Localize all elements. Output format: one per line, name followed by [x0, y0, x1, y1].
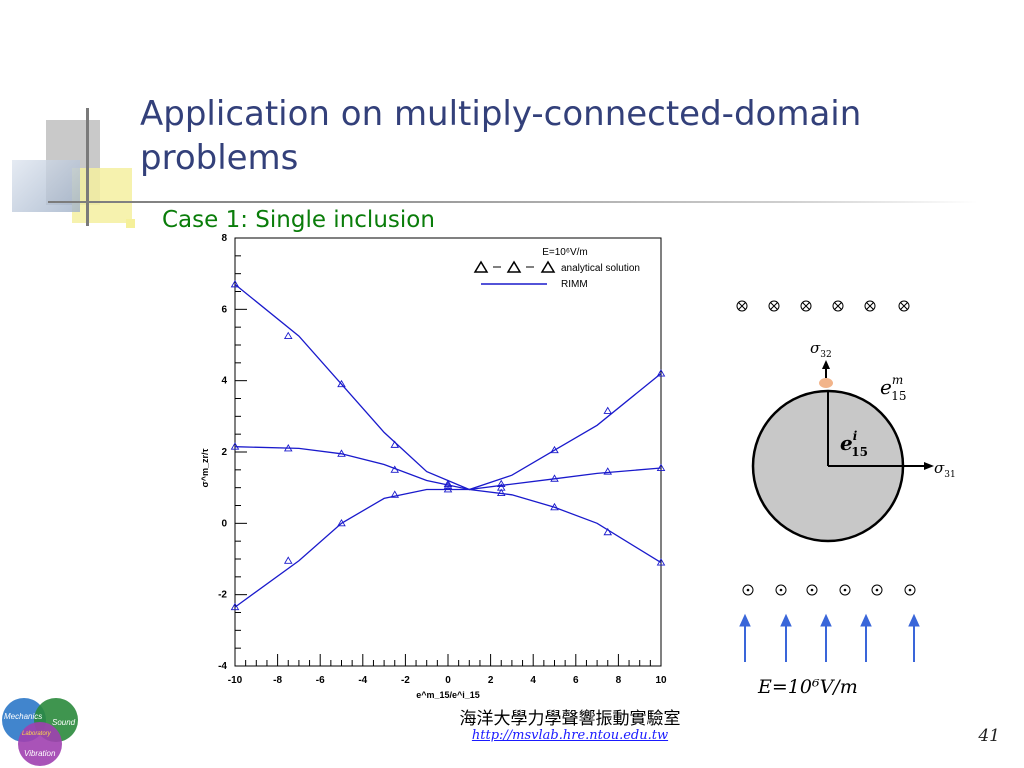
legend-rimm: RIMM [561, 279, 588, 290]
analytical-point [603, 467, 613, 475]
dot-circle-icon [871, 584, 883, 596]
sigma31-arrowhead [924, 462, 934, 470]
x-tick-label: 10 [655, 675, 667, 686]
cross-circle-icon [736, 300, 748, 312]
x-tick-label: -8 [273, 675, 282, 686]
analytical-point [443, 481, 453, 489]
up-arrow-icon [739, 613, 751, 662]
bullet-marker [126, 219, 135, 228]
cross-circle-icon [898, 300, 910, 312]
analytical-point [283, 556, 293, 564]
corner-decoration [0, 0, 140, 240]
x-tick-label: 4 [530, 675, 536, 686]
plot-frame [234, 237, 662, 667]
x-tick-label: -2 [401, 675, 410, 686]
cross-circle-icon [832, 300, 844, 312]
up-arrow-icon [860, 613, 872, 662]
sigma32-label: σ32 [810, 339, 832, 360]
logo-word-mechanics: Mechanics [4, 712, 42, 721]
footer-link[interactable]: http://msvlab.hre.ntou.edu.tw [471, 728, 669, 743]
x-tick-label: 0 [445, 675, 451, 686]
analytical-point [230, 279, 240, 288]
analytical-point [603, 527, 613, 536]
electric-field-arrows [739, 613, 920, 662]
stress-chart: -10 -8 -6 -4 -2 0 2 4 6 8 10 -4 -2 0 2 4 6 8 σ^m_zr/τ e^m… [200, 233, 667, 700]
rimm-curve [234, 488, 662, 608]
y-tick-label: 8 [221, 233, 227, 244]
x-tick-label: -6 [316, 675, 325, 686]
field-out-of-page-row [742, 584, 916, 596]
y-tick-label: 4 [221, 376, 227, 387]
cross-circle-icon [864, 300, 876, 312]
x-tick-label: 6 [573, 675, 579, 686]
up-arrow-icon [780, 613, 792, 662]
analytical-point [603, 406, 613, 414]
x-tick-label: 8 [616, 675, 622, 686]
dot-circle-icon [775, 584, 787, 596]
x-tick-label: -10 [228, 675, 243, 686]
y-tick-label: 0 [221, 518, 227, 529]
analytical-point [283, 444, 293, 452]
dot-circle-icon [742, 584, 754, 596]
logo-word-sound: Sound [52, 718, 76, 727]
analytical-point [656, 463, 666, 472]
legend-triangle-3 [540, 260, 556, 273]
logo-word-vibration: Vibration [24, 749, 56, 758]
analytical-point [550, 445, 559, 454]
up-arrow-icon [820, 613, 832, 662]
bullet-case: Case 1: Single inclusion [162, 207, 435, 233]
dot-circle-icon [806, 584, 818, 596]
analytical-point [390, 465, 400, 473]
footer-lab-name: 海洋大學力學聲響振動實驗室 [459, 709, 681, 729]
legend-title: E=10⁶V/m [542, 247, 588, 258]
dot-circle-icon [839, 584, 851, 596]
analytical-point [337, 449, 346, 457]
analytical-point [337, 518, 346, 527]
y-tick-label: 6 [221, 304, 227, 315]
analytical-point [337, 379, 346, 388]
y-tick-label: -2 [218, 590, 227, 601]
analytical-point [656, 558, 666, 566]
title-divider [48, 201, 978, 203]
field-into-page-row [736, 300, 910, 312]
y-axis-label: σ^m_zr/τ [200, 449, 210, 488]
page-number: 41 [978, 726, 1000, 746]
cross-circle-icon [768, 300, 780, 312]
analytical-point [550, 502, 559, 511]
rimm-curve [234, 283, 662, 491]
x-tick-label: -4 [358, 675, 367, 686]
analytical-point [496, 479, 506, 488]
legend-triangle-1 [473, 260, 489, 273]
legend-analytical: analytical solution [561, 263, 640, 274]
y-tick-label: -4 [218, 661, 227, 672]
up-arrow-icon [908, 613, 920, 662]
analytical-point [550, 474, 559, 482]
legend-triangle-2 [506, 260, 522, 273]
analytical-point [230, 442, 240, 450]
lab-logo: Mechanics Sound Laboratory Vibration [2, 698, 78, 766]
slide-title: Application on multiply-connected-domain… [140, 94, 862, 178]
analytical-point [443, 485, 453, 493]
dot-circle-icon [904, 584, 916, 596]
legend: E=10⁶V/m analytical solution RIMM [473, 247, 640, 290]
sigma32-arrowhead [822, 360, 830, 369]
cross-circle-icon [800, 300, 812, 312]
sigma31-label: σ31 [934, 459, 956, 480]
analytical-point [390, 440, 400, 448]
contact-point [819, 378, 833, 388]
y-tick-label: 2 [221, 447, 227, 458]
analytical-point [230, 602, 240, 611]
analytical-point [656, 369, 666, 377]
analytical-point [390, 490, 400, 498]
x-tick-label: 2 [488, 675, 494, 686]
x-axis-label: e^m_15/e^i_15 [416, 690, 480, 700]
analytical-point [283, 331, 293, 340]
field-label: E=10⁶V/m [757, 676, 858, 698]
logo-word-laboratory: Laboratory [22, 731, 52, 737]
analytical-point [496, 488, 506, 496]
rimm-curve [234, 446, 662, 491]
